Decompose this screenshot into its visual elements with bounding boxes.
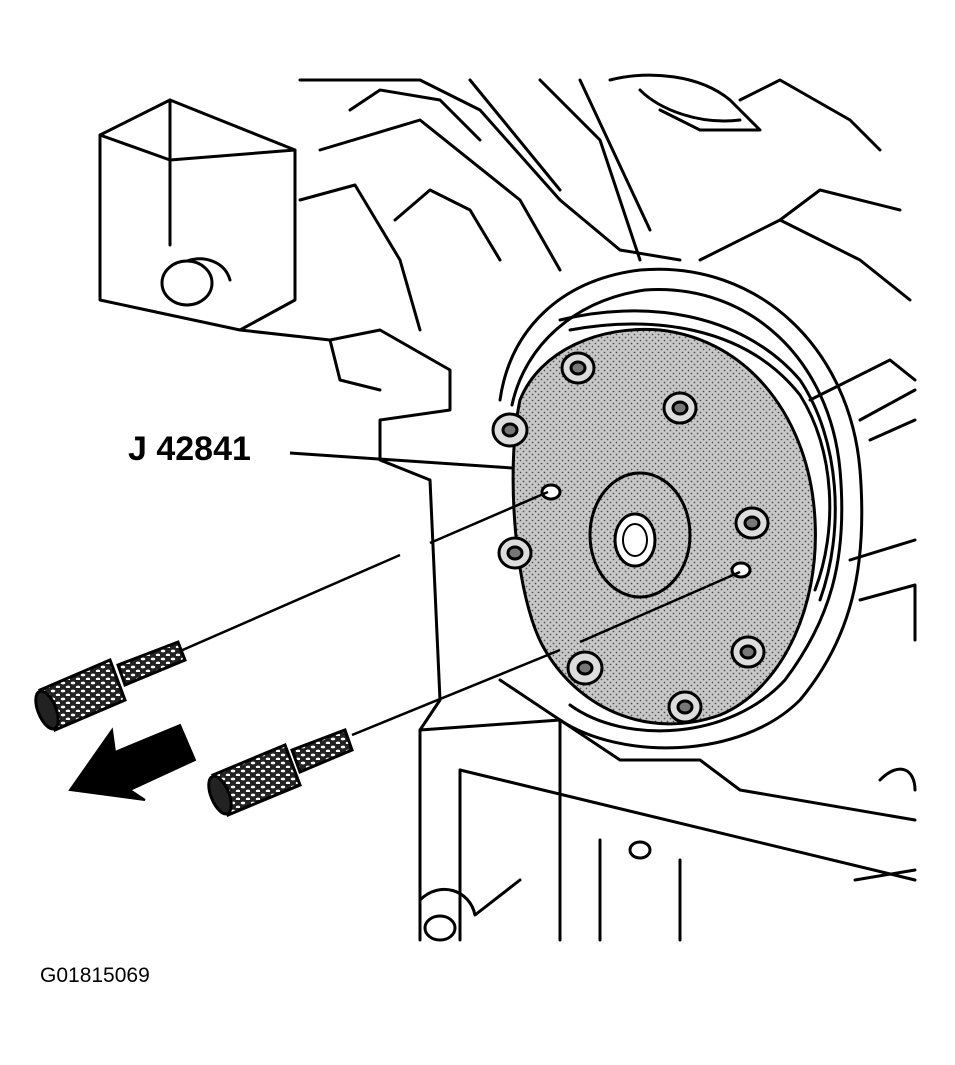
engine-block-linework <box>98 73 917 942</box>
install-lines <box>177 490 741 737</box>
bolt-head-4 <box>734 506 770 540</box>
figure-id: G01815069 <box>40 964 150 987</box>
bolt-head-3 <box>662 391 698 425</box>
bolt-head-7 <box>566 650 604 686</box>
bolt-head-8 <box>497 536 533 570</box>
bolt-head-5 <box>730 635 766 669</box>
removal-arrow-icon <box>68 723 197 801</box>
tool-callout-label: J 42841 <box>128 430 251 468</box>
callout-leader <box>289 451 513 470</box>
slide-bolt-lower <box>207 728 354 817</box>
bolt-head-1 <box>491 412 529 448</box>
bolt-head-2 <box>560 351 596 385</box>
plate-bolts <box>491 351 770 724</box>
tool-plate <box>511 327 817 726</box>
slide-bolt-upper <box>34 640 187 732</box>
bolt-head-6 <box>667 690 703 724</box>
